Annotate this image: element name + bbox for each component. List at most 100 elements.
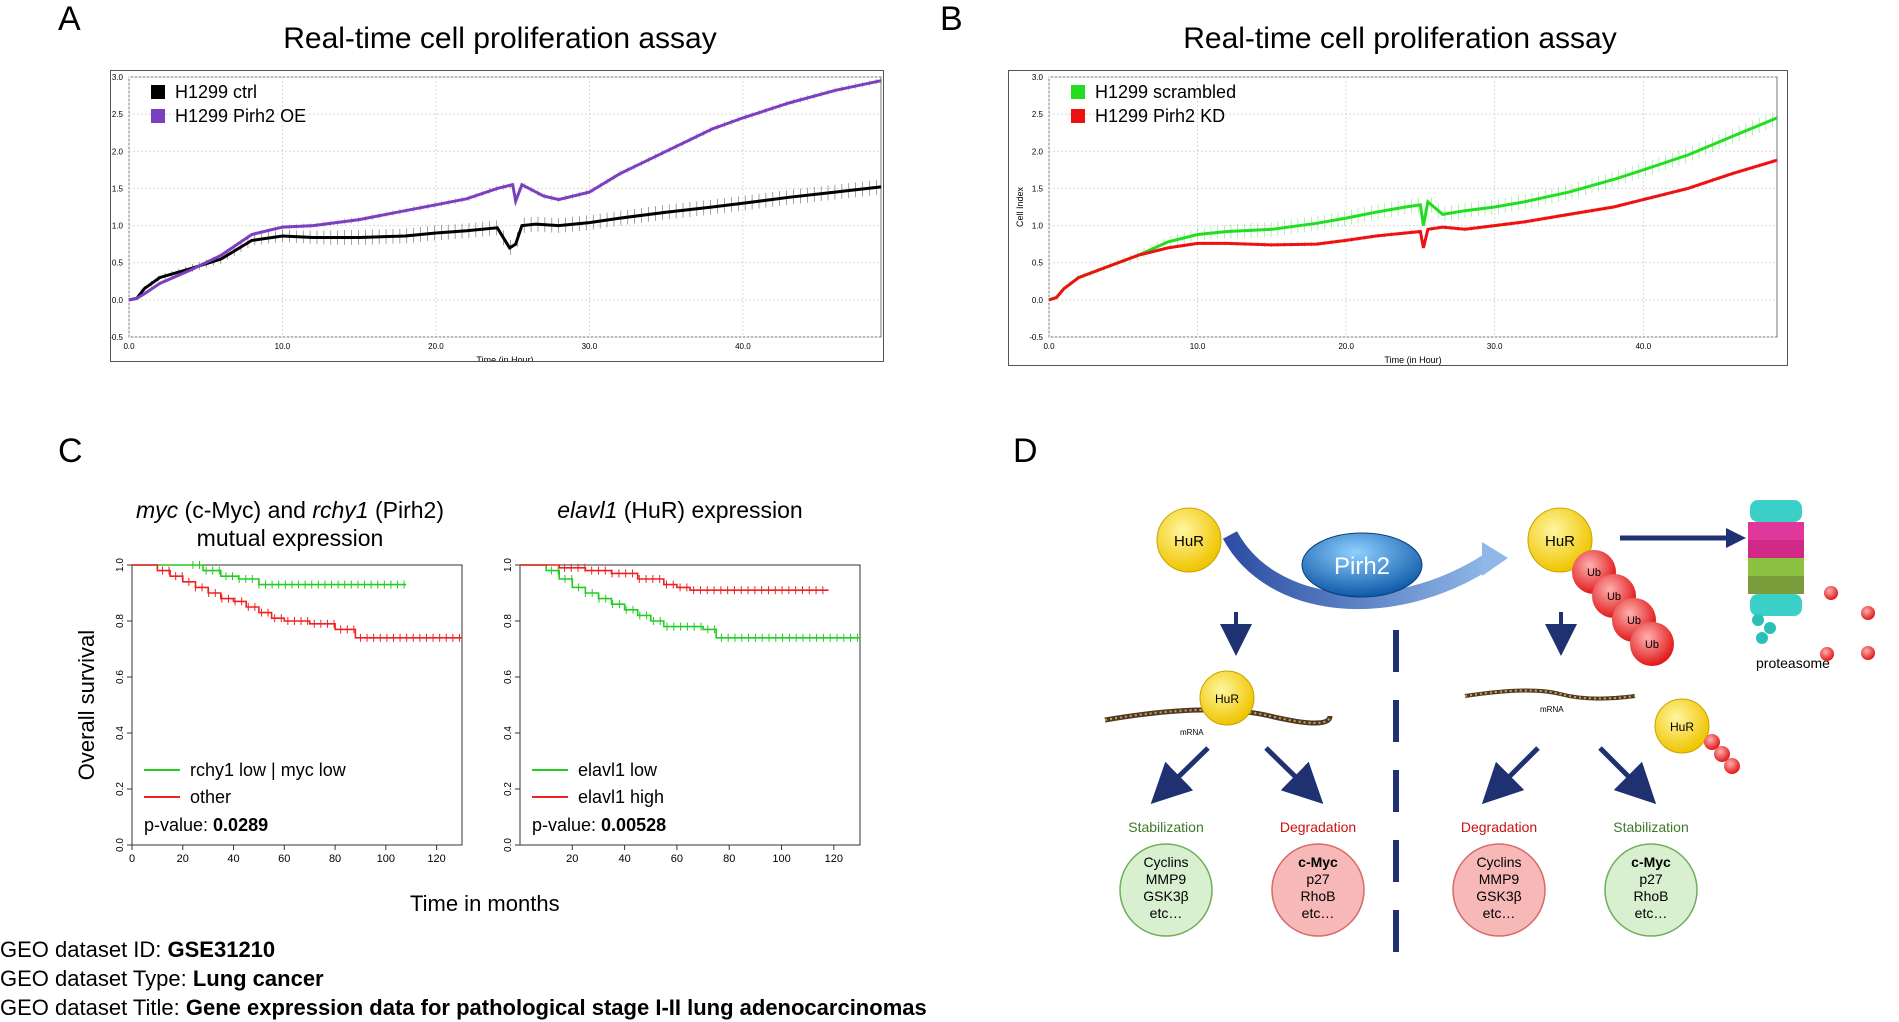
y-tick-label: 1.0 (503, 558, 514, 572)
y-tick-label: -0.5 (1029, 333, 1043, 342)
svg-text:Ub: Ub (1607, 591, 1621, 603)
mrna-right: mRNA (1464, 688, 1636, 714)
svg-text:proteasome: proteasome (1756, 655, 1830, 671)
y-tick-label: 1.5 (1032, 184, 1044, 193)
chart-a-frame: -0.50.00.51.01.52.02.53.00.010.020.030.0… (95, 70, 884, 365)
series-line-1 (1048, 158, 1778, 302)
target-gene: p27 (1306, 871, 1330, 887)
x-axis-label: Time (in Hour) (1384, 355, 1441, 365)
p-value: p-value: 0.0289 (144, 815, 268, 835)
legend-label: rchy1 low | myc low (190, 760, 347, 780)
p-value-label: p-value: (144, 815, 213, 835)
legend-label: other (190, 787, 231, 807)
survival-curve-0 (520, 564, 860, 639)
title-part: (HuR) expression (617, 497, 803, 523)
target-circle (1604, 843, 1698, 937)
ubiquitination-arrow (1222, 531, 1495, 610)
x-tick-label: 100 (377, 853, 395, 865)
legend-swatch (1071, 109, 1085, 123)
survival-curve-1 (520, 564, 829, 591)
hur-free-ub: HuR (1654, 698, 1740, 774)
p-value: p-value: 0.00528 (532, 815, 666, 835)
svg-text:mRNA: mRNA (1540, 705, 1564, 714)
target-gene: etc… (1150, 905, 1183, 921)
pirh2-hur-diagram: HuR Pirh2 HuR Ub Ub Ub Ub proteasome (1104, 500, 1875, 960)
y-tick-label: 0.0 (112, 296, 124, 305)
legend-label: H1299 ctrl (175, 82, 257, 102)
title-part: (Pirh2) (368, 497, 444, 523)
geo-type: GEO dataset Type: Lung cancer (0, 966, 324, 991)
p-value-number: 0.0289 (213, 815, 268, 835)
legend-label: H1299 Pirh2 KD (1095, 106, 1225, 126)
legend-swatch (1071, 85, 1085, 99)
y-tick-label: 0.8 (115, 614, 126, 628)
chart-c2-title: elavl1 (HuR) expression (500, 496, 860, 524)
mrna-left: mRNA (1104, 707, 1333, 737)
y-tick-label: 0.6 (115, 670, 126, 684)
x-tick-label: 60 (671, 853, 683, 865)
target-gene: GSK3β (1143, 888, 1188, 904)
target-gene: c-Myc (1298, 854, 1338, 870)
title-part: elavl1 (557, 497, 618, 523)
chart-c1-title: myc (c-Myc) and rchy1 (Pirh2)mutual expr… (135, 497, 444, 551)
target-gene: GSK3β (1476, 888, 1521, 904)
y-tick-label: 0.2 (503, 782, 514, 796)
y-tick-label: 1.0 (1032, 222, 1044, 231)
panel-letter-b: B (940, 0, 963, 38)
series-line-1 (128, 79, 882, 302)
title-part: myc (135, 497, 179, 523)
target-gene: etc… (1635, 905, 1668, 921)
plot-area (128, 76, 882, 338)
target-gene: Cyclins (1476, 854, 1521, 870)
legend-label: elavl1 high (578, 787, 664, 807)
target-genes-circle-2: CyclinsMMP9GSK3βetc… (1452, 843, 1546, 937)
legend-swatch (151, 85, 165, 99)
x-tick-label: 40 (618, 853, 630, 865)
x-tick-label: 40.0 (735, 342, 751, 351)
y-tick-label: 1.0 (112, 222, 124, 231)
x-tick-label: 40.0 (1635, 342, 1651, 351)
svg-text:HuR: HuR (1174, 533, 1204, 550)
legend-swatch (151, 109, 165, 123)
y-tick-label: 0.5 (112, 259, 124, 268)
chart-a: -0.50.00.51.01.52.02.53.00.010.020.030.0… (95, 73, 882, 365)
target-gene: etc… (1483, 905, 1516, 921)
x-tick-label: 20 (566, 853, 578, 865)
y-tick-label: 0.6 (503, 670, 514, 684)
ubiquitin-chain: Ub Ub Ub Ub (1572, 550, 1674, 666)
y-tick-label: 0.2 (115, 782, 126, 796)
y-tick-label: 1.0 (115, 558, 126, 572)
target-genes-circle-0: CyclinsMMP9GSK3βetc… (1119, 843, 1213, 937)
hur-ubiquitinated: HuR Ub Ub Ub Ub (1527, 507, 1674, 666)
x-tick-label: 20 (177, 853, 189, 865)
x-tick-label: 120 (825, 853, 843, 865)
target-gene: Cyclins (1143, 854, 1188, 870)
y-tick-label: 0.4 (115, 726, 126, 740)
target-gene: RhoB (1300, 888, 1335, 904)
svg-text:Stabilization: Stabilization (1613, 819, 1689, 835)
proteasome-icon: proteasome (1748, 500, 1830, 671)
y-tick-label: 0.0 (1032, 296, 1044, 305)
target-genes-circle-1: c-Mycp27RhoBetc… (1271, 843, 1365, 937)
y-tick-label: 2.0 (1032, 147, 1044, 156)
svg-text:Degradation: Degradation (1461, 819, 1537, 835)
legend-label: H1299 Pirh2 OE (175, 106, 306, 126)
title-part: (c-Myc) and (178, 497, 313, 523)
target-circle (1271, 843, 1365, 937)
target-gene: p27 (1639, 871, 1663, 887)
plot-frame (131, 564, 463, 846)
y-tick-label: 3.0 (112, 73, 124, 82)
x-tick-label: 40 (227, 853, 239, 865)
panel-b-title: Real-time cell proliferation assay (1183, 22, 1617, 55)
plot-frame (519, 564, 861, 846)
y-tick-label: 0.4 (503, 726, 514, 740)
target-circle (1119, 843, 1213, 937)
target-gene: MMP9 (1479, 871, 1520, 887)
p-value-label: p-value: (532, 815, 601, 835)
panel-letter-a: A (58, 0, 81, 38)
x-tick-label: 10.0 (1190, 342, 1206, 351)
